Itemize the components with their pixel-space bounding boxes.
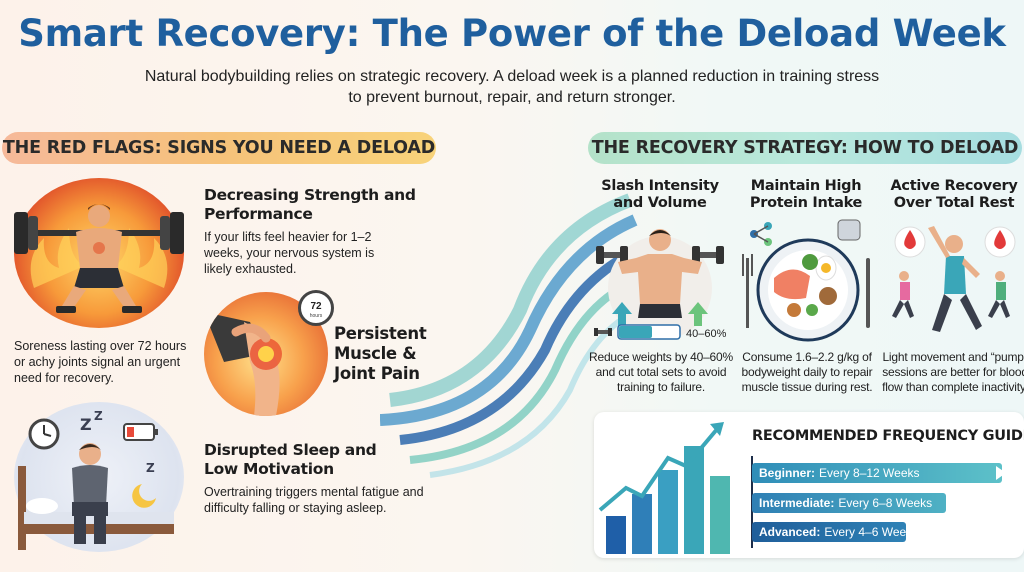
protein-text: Consume 1.6–2.2 g/kg of bodyweight daily… xyxy=(741,350,873,394)
beginner-frequency-bar: Beginner: Every 8–12 Weeks xyxy=(752,463,1002,483)
beginner-label: Beginner: xyxy=(759,466,816,480)
svg-text:Z: Z xyxy=(146,461,155,475)
intermediate-frequency-bar: Intermediate: Every 6–8 Weeks xyxy=(752,493,946,513)
strength-heading: Decreasing Strength and Performance xyxy=(204,186,416,223)
arrow-right-icon xyxy=(996,466,1006,480)
svg-text:Z: Z xyxy=(80,415,92,434)
intermediate-value: Every 6–8 Weeks xyxy=(838,496,933,510)
growth-bar-chart-icon xyxy=(598,422,730,554)
sleep-text: Overtraining triggers mental fatigue and… xyxy=(204,485,424,515)
slash-intensity-text: Reduce weights by 40–60% and cut total s… xyxy=(589,350,733,394)
barbell-squat-icon xyxy=(14,204,184,313)
beginner-value: Every 8–12 Weeks xyxy=(819,466,920,480)
knee-joint-icon xyxy=(204,312,282,416)
frequency-guide-title: RECOMMENDED FREQUENCY GUIDE xyxy=(752,428,1024,444)
dumbbell-lifter-icon xyxy=(596,229,724,340)
meter-fill xyxy=(619,326,652,338)
squat-pain-illustration xyxy=(14,178,184,328)
wave-divider-graphic xyxy=(380,193,640,478)
meter-label: 40–60% xyxy=(686,328,727,340)
sleep-heading: Disrupted Sleep and Low Motivation xyxy=(204,441,377,478)
intermediate-label: Intermediate: xyxy=(759,496,835,510)
active-recovery-text: Light movement and “pump” sessions are b… xyxy=(882,350,1024,394)
protein-plate-icon xyxy=(742,219,870,342)
clock-sublabel: hours xyxy=(310,313,323,319)
advanced-value: Every 4–6 Weeks xyxy=(824,525,919,539)
meter-dumbbell-icon xyxy=(594,328,598,336)
active-recovery-heading: Active Recovery Over Total Rest xyxy=(890,178,1018,211)
joint-pain-heading: Persistent Muscle & Joint Pain xyxy=(334,324,427,383)
72-hour-clock-icon: 72 hours xyxy=(298,290,334,326)
svg-text:Z: Z xyxy=(94,409,103,423)
tired-man-bed-icon: Z Z Z xyxy=(18,409,174,550)
advanced-label: Advanced: xyxy=(759,525,821,539)
knee-pain-illustration xyxy=(204,292,328,416)
intensity-meter: 40–60% xyxy=(594,324,727,340)
active-recovery-icon xyxy=(892,226,1016,332)
slash-intensity-heading: Slash Intensity and Volume xyxy=(601,178,719,211)
page-subtitle: Natural bodybuilding relies on strategic… xyxy=(144,68,880,106)
recovery-strategy-banner: THE RECOVERY STRATEGY: HOW TO DELOAD xyxy=(588,132,1022,164)
advanced-frequency-bar: Advanced: Every 4–6 Weeks xyxy=(752,522,918,542)
insomnia-illustration: Z Z Z xyxy=(14,402,184,552)
strength-text: If your lifts feel heavier for 1–2 weeks… xyxy=(204,230,375,276)
soreness-text: Soreness lasting over 72 hours or achy j… xyxy=(14,339,187,385)
protein-heading: Maintain High Protein Intake xyxy=(749,178,863,211)
red-flags-banner: THE RED FLAGS: SIGNS YOU NEED A DELOAD xyxy=(2,132,436,164)
clock-label: 72 xyxy=(310,301,322,312)
page-title: Smart Recovery: The Power of the Deload … xyxy=(18,12,1006,55)
